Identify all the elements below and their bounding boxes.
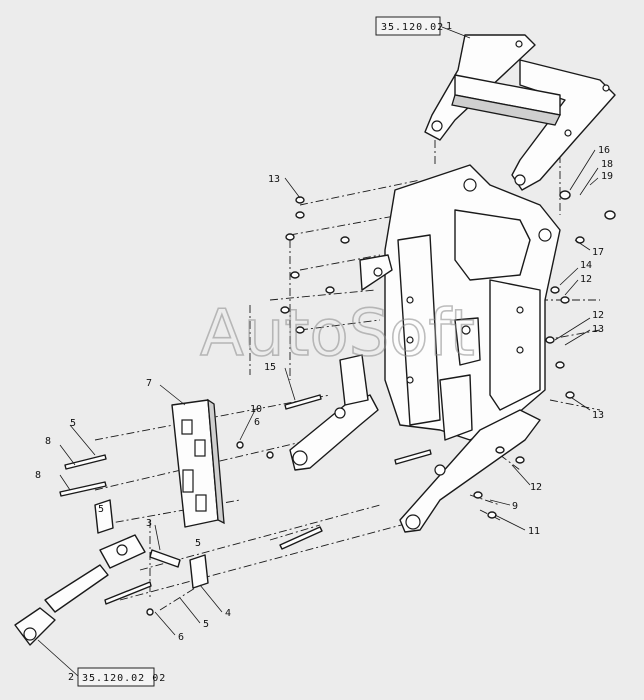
right-lower-link	[399, 409, 541, 533]
callout-2: 2	[68, 672, 74, 683]
callout-14: 14	[580, 260, 592, 271]
left-lower-link	[289, 394, 379, 471]
callout-9: 9	[512, 501, 518, 512]
callout-7: 7	[146, 378, 152, 389]
part-3-pin	[149, 549, 181, 568]
callout-6-upper: 6	[254, 417, 260, 428]
callout-4: 4	[225, 608, 231, 619]
leader-lines	[37, 26, 599, 677]
part-7-vertical-plate	[171, 398, 225, 528]
callout-13-top: 13	[268, 174, 280, 185]
reference-bottom-text: 35.120.02 02	[82, 673, 166, 684]
fasteners-stack	[280, 190, 616, 519]
callout-18: 18	[601, 159, 613, 170]
callout-10: 10	[250, 404, 262, 415]
part-1-crossbar-frame	[424, 34, 616, 191]
callout-labels: 1 13 16 18 19 17 14 12 12 13 13 15 10 6 …	[35, 21, 613, 683]
callout-13-mid: 13	[592, 324, 604, 335]
bolts-left	[59, 394, 432, 616]
callout-6-lower: 6	[178, 632, 184, 643]
hydraulic-cylinders	[339, 254, 481, 441]
watermark-text: AutoSoft	[200, 297, 475, 371]
reference-top-text: 35.120.02	[381, 22, 444, 33]
part-2-drive-shaft	[14, 534, 146, 646]
main-frame-bracket	[384, 164, 561, 441]
callout-12-upper: 12	[580, 274, 592, 285]
callout-5-lower: 5	[203, 619, 209, 630]
callout-13-lower: 13	[592, 410, 604, 421]
callout-8-lower: 8	[35, 470, 41, 481]
callout-12-lower: 12	[530, 482, 542, 493]
callout-17: 17	[592, 247, 604, 258]
callout-5-upper: 5	[70, 418, 76, 429]
reference-box-top: 35.120.02	[375, 16, 444, 36]
callout-15: 15	[264, 362, 276, 373]
callout-16: 16	[598, 145, 610, 156]
callout-11: 11	[528, 526, 540, 537]
callout-1: 1	[446, 21, 452, 32]
callout-8-upper: 8	[45, 436, 51, 447]
callout-5-block-2: 5	[195, 538, 201, 549]
callout-12-mid: 12	[592, 310, 604, 321]
callout-19: 19	[601, 171, 613, 182]
reference-box-bottom: 35.120.02 02	[77, 667, 166, 687]
callout-3: 3	[146, 518, 152, 529]
part-4-blocks	[94, 499, 209, 589]
callout-5-block: 5	[98, 504, 104, 515]
